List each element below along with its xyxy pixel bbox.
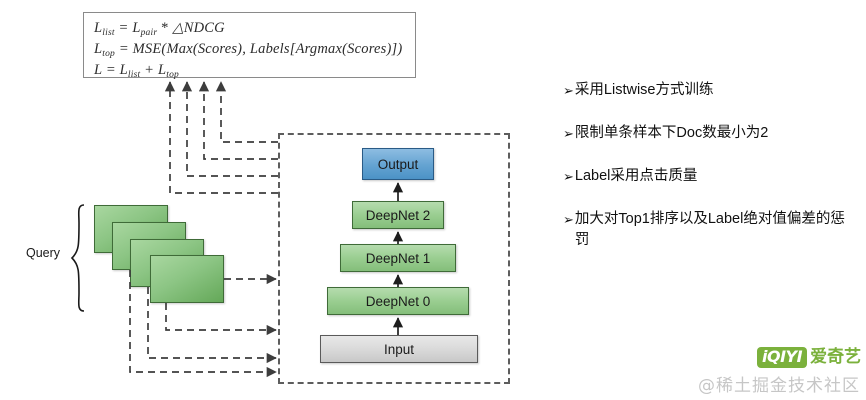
list-item: ➢ 加大对Top1排序以及Label绝对值偏差的惩罚 (563, 209, 853, 251)
query-brace-icon (70, 204, 85, 312)
node-deepnet-0: DeepNet 0 (327, 287, 469, 315)
iqiyi-logo: iQIYI 爱奇艺 (757, 347, 861, 368)
node-deepnet-1: DeepNet 1 (340, 244, 456, 272)
watermark: @稀土掘金技术社区 (698, 376, 860, 396)
formula-line-3: L = Llist + Ltop (94, 62, 179, 80)
list-item-text: 加大对Top1排序以及Label绝对值偏差的惩罚 (574, 211, 845, 248)
list-item: ➢ 采用Listwise方式训练 (563, 80, 853, 101)
list-item-text: 限制单条样本下Doc数最小为2 (574, 125, 769, 141)
node-output: Output (362, 148, 434, 180)
formula-line-2: Ltop = MSE(Max(Scores), Labels[Argmax(Sc… (94, 41, 403, 59)
formula-line-1: Llist = Lpair * △NDCG (94, 20, 225, 38)
node-deepnet-2: DeepNet 2 (352, 201, 444, 229)
arrow-bullet-icon: ➢ (563, 212, 574, 227)
arrow-bullet-icon: ➢ (563, 169, 574, 184)
iqiyi-logo-text: 爱奇艺 (810, 347, 862, 367)
shared-network-container (278, 133, 510, 384)
arrow-bullet-icon: ➢ (563, 126, 574, 141)
query-label: Query (26, 246, 61, 260)
list-item-text: Label采用点击质量 (574, 168, 698, 184)
iqiyi-logo-mark: iQIYI (757, 347, 808, 368)
list-item: ➢ Label采用点击质量 (563, 166, 853, 187)
node-input: Input (320, 335, 478, 363)
list-item-text: 采用Listwise方式训练 (574, 82, 714, 98)
list-item: ➢ 限制单条样本下Doc数最小为2 (563, 123, 853, 144)
loss-formula-box: Llist = Lpair * △NDCG Ltop = MSE(Max(Sco… (83, 12, 416, 80)
query-card (150, 255, 224, 303)
arrow-bullet-icon: ➢ (563, 83, 574, 98)
bullet-list: ➢ 采用Listwise方式训练 ➢ 限制单条样本下Doc数最小为2 ➢ Lab… (563, 80, 853, 273)
